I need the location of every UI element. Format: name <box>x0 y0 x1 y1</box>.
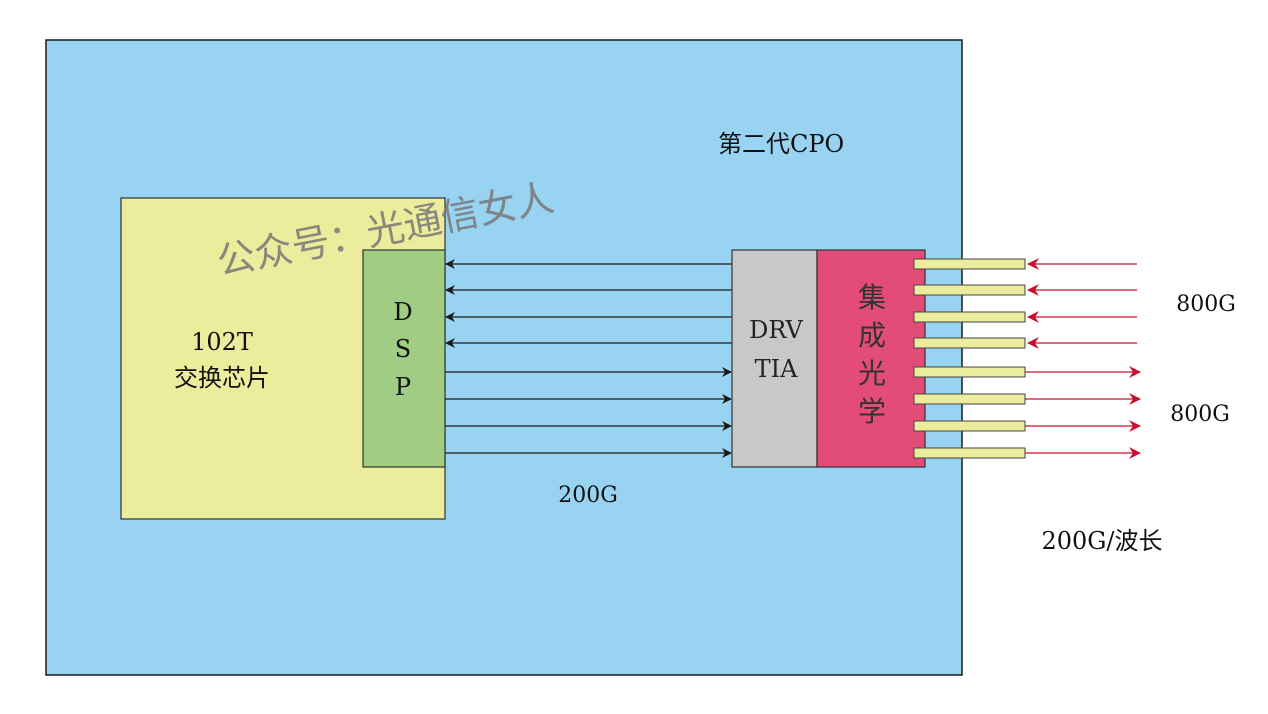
dsp-letter: P <box>395 373 411 401</box>
fiber-stub <box>913 311 1026 323</box>
per-wavelength-label: 200G/波长 <box>1041 527 1162 555</box>
optics-char: 集 <box>858 281 886 314</box>
optics-char: 光 <box>858 357 886 390</box>
tia-label: TIA <box>755 355 798 383</box>
integrated-optics-block <box>816 249 926 468</box>
electrical-lanes <box>445 259 732 458</box>
fiber-stub <box>913 393 1026 405</box>
dsp-letter: D <box>393 298 412 326</box>
electrical-rate-label: 200G <box>558 483 618 508</box>
tx-rate-label: 800G <box>1170 402 1230 427</box>
fiber-stub <box>913 420 1026 432</box>
fiber-stub <box>913 337 1026 349</box>
driver-label: DRV <box>749 316 803 344</box>
board-title: 第二代CPO <box>718 130 844 158</box>
fiber-stub <box>913 366 1026 378</box>
dsp-letter: S <box>395 335 411 363</box>
dsp-block <box>362 249 446 468</box>
switch-chip-label: 交换芯片 <box>174 364 270 392</box>
optical-fibers <box>913 258 1141 459</box>
fiber-stub <box>913 284 1026 296</box>
optics-char: 成 <box>858 319 886 352</box>
switch-chip-capacity: 102T <box>191 328 253 356</box>
optics-char: 学 <box>858 395 886 428</box>
fiber-stub <box>913 447 1026 459</box>
fiber-stub <box>913 258 1026 270</box>
rx-rate-label: 800G <box>1176 292 1236 317</box>
